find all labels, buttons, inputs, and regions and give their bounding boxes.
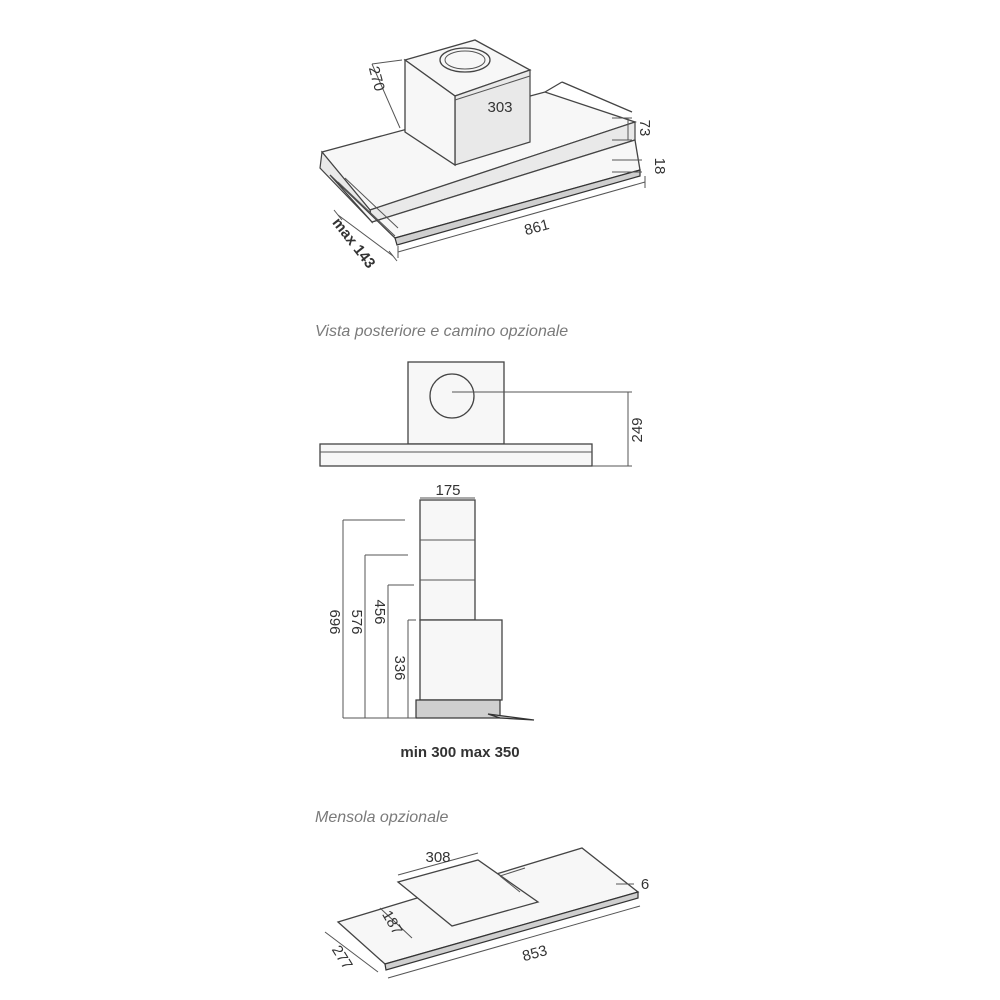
chimney-upper (419, 499, 476, 621)
dim-duct-width: 303 (487, 99, 512, 116)
caption-shelf: Mensola opzionale (315, 809, 449, 826)
dim-chimney-h4: 336 (391, 655, 408, 680)
dim-chimney-top-width: 175 (435, 482, 460, 499)
hood-side-tip (487, 713, 535, 721)
dim-depth: max 143 (329, 215, 379, 272)
chimney-lower (419, 619, 503, 701)
rear-body (319, 443, 593, 467)
hood-side (415, 699, 501, 719)
iso-hood-view: 270 303 73 18 861 max 143 (319, 39, 668, 272)
dim-chimney-h1: 696 (326, 609, 343, 634)
dim-shelf-depth: 277 (328, 942, 356, 972)
hood-front-strip (394, 169, 641, 246)
caption-rear-view: Vista posteriore e camino opzionale (315, 323, 568, 340)
dim-shelf-cutout-width: 308 (425, 849, 450, 866)
dim-shelf-width: 853 (521, 942, 550, 965)
duct-hole (439, 47, 491, 73)
rear-duct (407, 361, 505, 445)
dim-chimney-h3: 456 (371, 599, 388, 624)
rear-view: 249 (319, 361, 646, 467)
dim-width: 861 (523, 216, 552, 239)
duct-side (404, 58, 456, 167)
dim-shelf-thickness: 6 (641, 876, 649, 893)
dim-rear-height: 249 (629, 417, 646, 442)
dim-body-height: 73 (636, 120, 653, 137)
side-chimney-view: 175 696 576 456 336 min 300 max 350 (326, 482, 535, 761)
rear-duct-hole (429, 373, 475, 419)
shelf-edge (384, 891, 639, 971)
dim-front-height: 18 (651, 158, 668, 175)
dim-chimney-bottom-range: min 300 max 350 (400, 744, 519, 761)
shelf-cutout (396, 859, 540, 927)
dim-chimney-h2: 576 (348, 609, 365, 634)
shelf-view: 308 187 6 277 853 (324, 847, 649, 979)
hood-front-panel (329, 139, 641, 239)
dim-duct-depth: 270 (365, 65, 388, 94)
